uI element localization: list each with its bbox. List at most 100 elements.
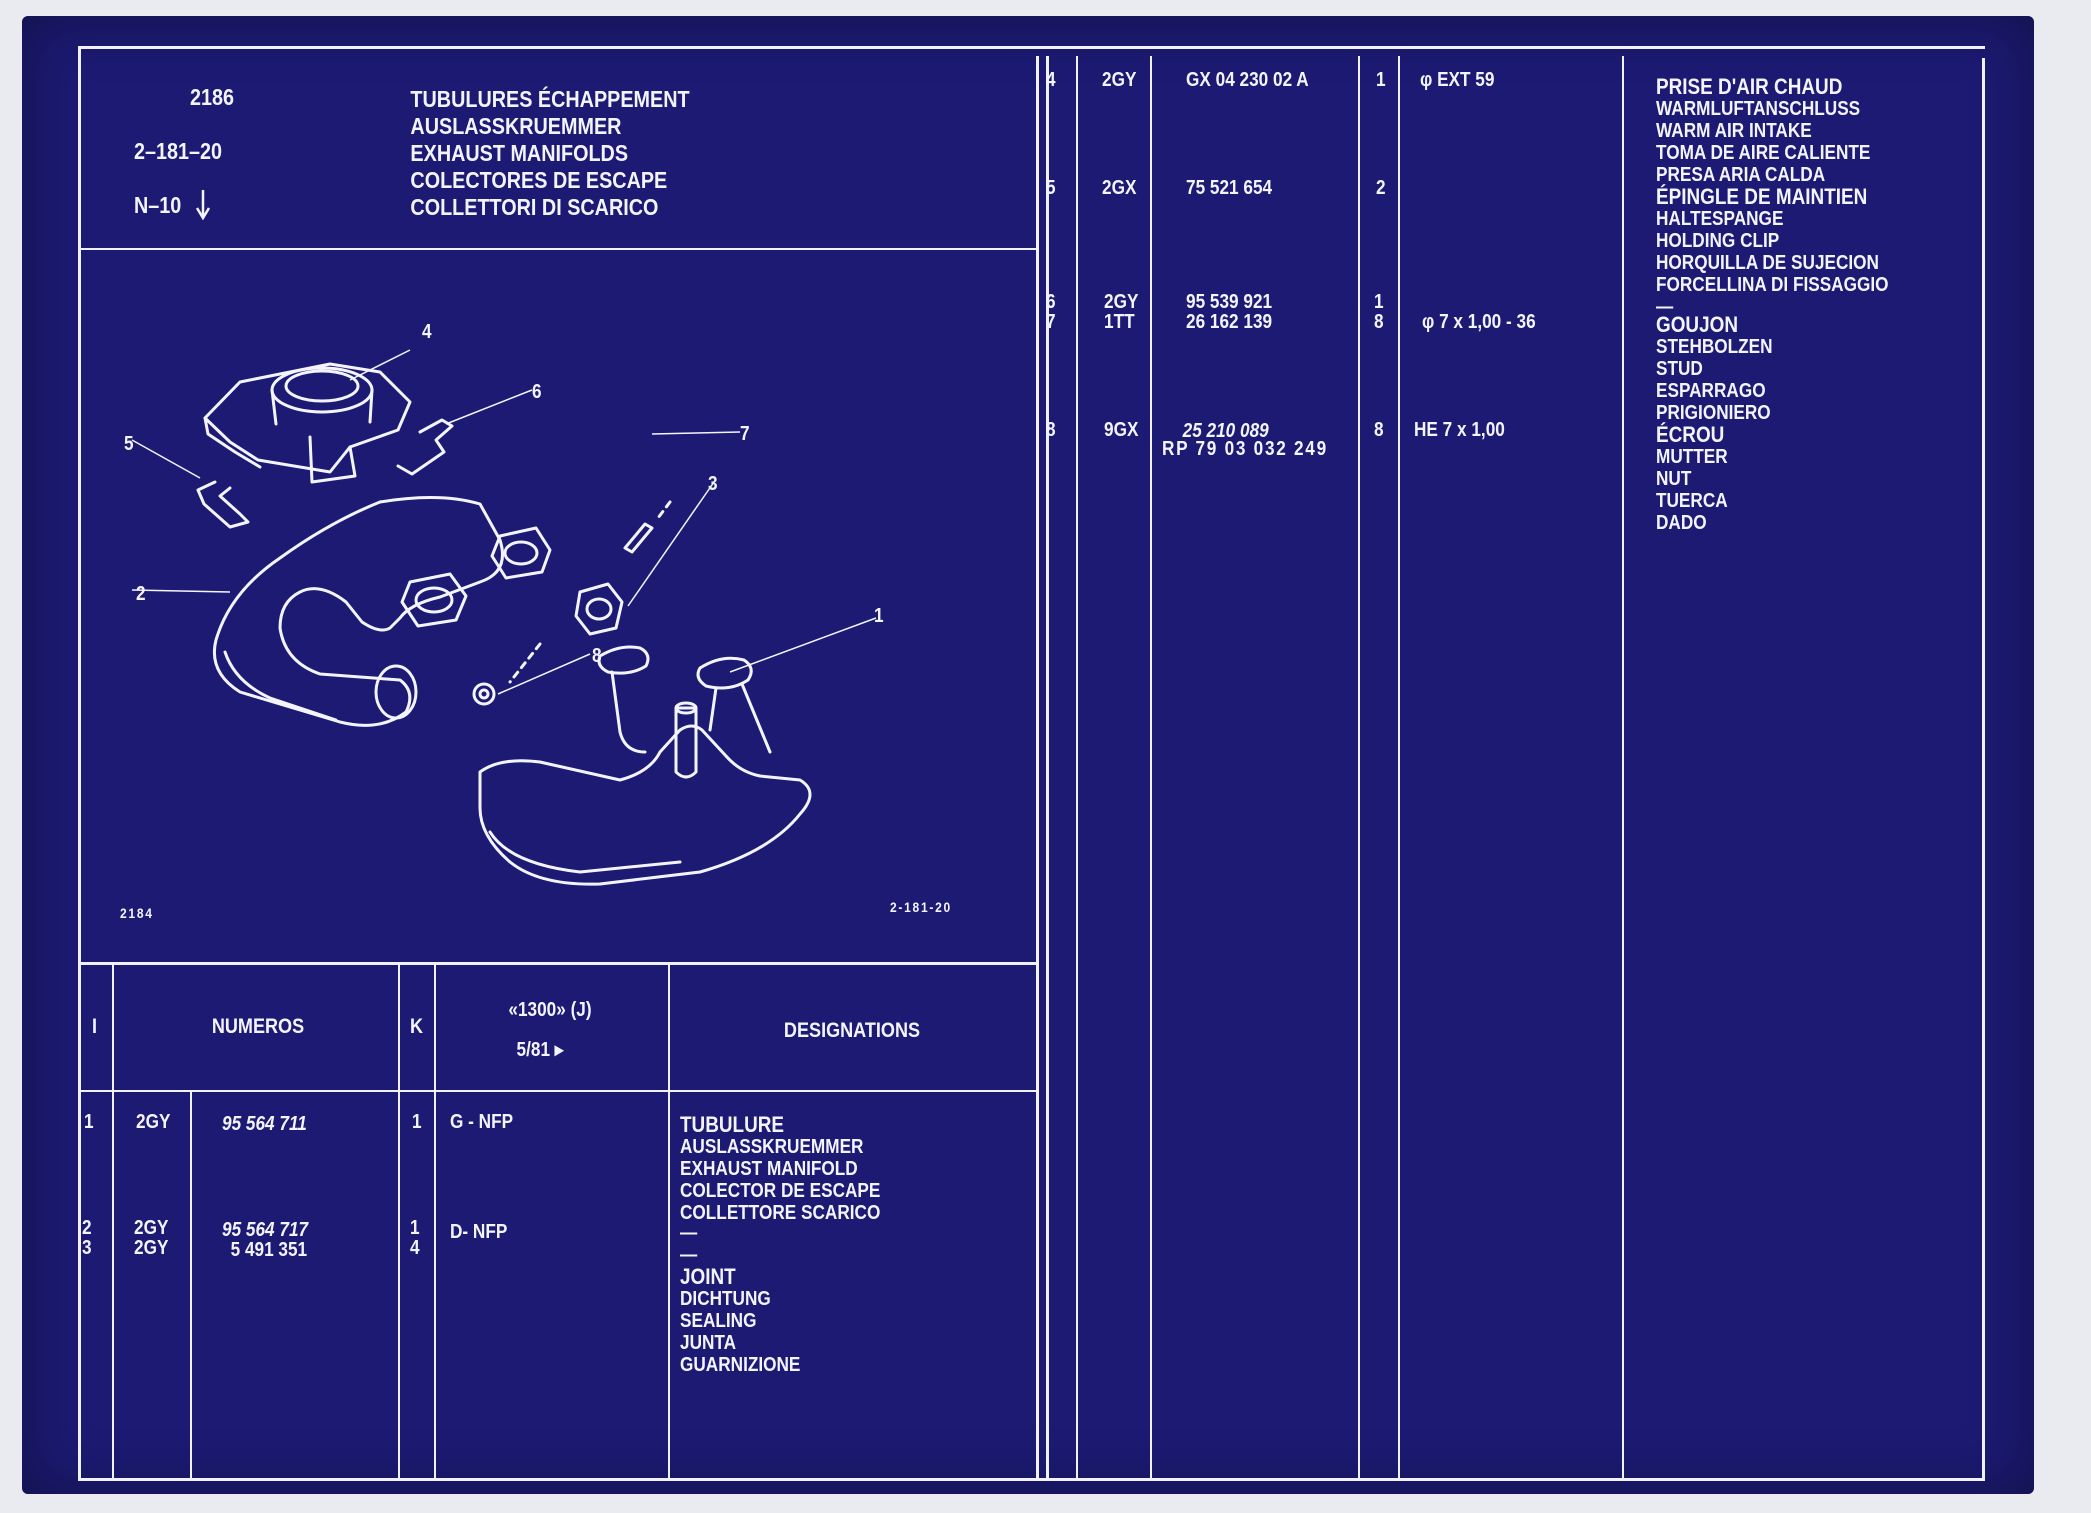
header-numeros: NUMEROS xyxy=(211,1015,305,1038)
col-line xyxy=(190,1092,192,1480)
desig-line: JOINT xyxy=(680,1264,736,1289)
desig-line: JUNTA xyxy=(680,1332,737,1354)
header-designations: DESIGNATIONS xyxy=(783,1019,921,1042)
desig-line: WARM AIR INTAKE xyxy=(1656,120,1812,142)
row-8-alt-number: RP 79 03 032 249 xyxy=(1162,438,1328,460)
desig-line: ÉPINGLE DE MAINTIEN xyxy=(1656,184,1868,209)
title-names: TUBULURES ÉCHAPPEMENT AUSLASSKRUEMMER EX… xyxy=(410,86,689,221)
callout-5: 5 xyxy=(124,433,134,455)
row-5-part-number: 75 521 654 xyxy=(1186,177,1273,199)
rows-4-5-designation: PRISE D'AIR CHAUD WARMLUFTANSCHLUSS WARM… xyxy=(1656,74,1889,319)
callout-4: 4 xyxy=(422,321,432,343)
row-3-part-number: 5 491 351 xyxy=(230,1239,308,1261)
row-2-qty: 1 xyxy=(410,1217,420,1239)
rows-7-8-designation: GOUJON STEHBOLZEN STUD ESPARRAGO PRIGION… xyxy=(1656,312,1773,535)
row-7-index: 7 xyxy=(1046,311,1056,333)
row-4-qty: 1 xyxy=(1376,69,1386,91)
row-5-qty: 2 xyxy=(1376,177,1386,199)
desig-line: — xyxy=(680,1244,698,1266)
desig-line: AUSLASSKRUEMMER xyxy=(680,1136,864,1158)
rows-2-3-qty: 1 4 xyxy=(410,1218,420,1258)
sheet-number: 2186 xyxy=(190,84,235,110)
desig-line: DICHTUNG xyxy=(680,1288,771,1310)
row-5-index: 5 xyxy=(1046,177,1056,199)
col-line xyxy=(1358,56,1360,1480)
col-line xyxy=(434,965,436,1480)
col-line xyxy=(1150,56,1152,1480)
desig-line: TUERCA xyxy=(1656,490,1728,512)
illustration-ref-left: 2184 xyxy=(120,905,154,921)
desig-line: PRISE D'AIR CHAUD xyxy=(1656,74,1843,99)
rows-2-3-number: 95 564 717 5 491 351 xyxy=(222,1220,308,1260)
callout-1: 1 xyxy=(874,605,884,627)
row-2-index: 2 xyxy=(82,1217,92,1239)
desig-line: COLECTOR DE ESCAPE xyxy=(680,1180,881,1202)
row-3-code: 2GY xyxy=(134,1237,169,1259)
row-6-index: 6 xyxy=(1046,291,1056,313)
row-5-code: 2GX xyxy=(1102,177,1137,199)
header-index: I xyxy=(92,1015,98,1038)
desig-line: HALTESPANGE xyxy=(1656,208,1784,230)
header-model: «1300» (J) xyxy=(508,999,592,1021)
col-center-divider xyxy=(1046,56,1049,1480)
desig-line: HORQUILLA DE SUJECION xyxy=(1656,252,1879,274)
section-code: 2–181–20 xyxy=(134,138,223,164)
callout-2: 2 xyxy=(136,583,146,605)
title-es: COLECTORES DE ESCAPE xyxy=(410,167,668,193)
callout-6: 6 xyxy=(532,381,542,403)
title-en: EXHAUST MANIFOLDS xyxy=(410,140,629,166)
desig-line: PRIGIONIERO xyxy=(1656,402,1771,424)
header-date: 5/81 ▸ xyxy=(516,1039,564,1061)
desig-line: WARMLUFTANSCHLUSS xyxy=(1656,98,1861,120)
desig-line: MUTTER xyxy=(1656,446,1728,468)
row-4-index: 4 xyxy=(1046,69,1056,91)
desig-line: DADO xyxy=(1656,512,1707,534)
parts-sheet xyxy=(22,16,2034,1494)
divider-header xyxy=(78,1090,1038,1092)
row-1-application: G - NFP xyxy=(450,1111,514,1133)
row-6-part-number: 95 539 921 xyxy=(1186,291,1273,313)
desig-line: GOUJON xyxy=(1656,312,1739,337)
arrow-down-icon xyxy=(196,190,210,220)
divider-illustration xyxy=(78,962,1038,965)
row-1-index: 1 xyxy=(84,1111,94,1133)
row-7-part-number: 26 162 139 xyxy=(1186,311,1273,333)
desig-line: STEHBOLZEN xyxy=(1656,336,1773,358)
col-line xyxy=(112,965,114,1480)
desig-line: NUT xyxy=(1656,468,1692,490)
desig-line: — xyxy=(680,1222,698,1244)
row-6-qty: 1 xyxy=(1374,291,1384,313)
title-de: AUSLASSKRUEMMER xyxy=(410,113,622,139)
row-8-qty: 8 xyxy=(1374,419,1384,441)
row-8-number: 25 210 089 RP 79 03 032 249 xyxy=(1162,421,1328,460)
col-line xyxy=(1622,56,1624,1480)
desig-line: SEALING xyxy=(680,1310,757,1332)
desig-line: ÉCROU xyxy=(1656,422,1725,447)
illustration-ref-right: 2-181-20 xyxy=(890,899,952,915)
row-4-application: φ EXT 59 xyxy=(1420,69,1495,91)
desig-line: STUD xyxy=(1656,358,1703,380)
desig-line: TOMA DE AIRE CALIENTE xyxy=(1656,142,1871,164)
rows-2-3-index: 2 3 xyxy=(82,1218,92,1258)
rows-6-7-index: 6 7 xyxy=(1046,292,1056,332)
row-4-part-number: GX 04 230 02 A xyxy=(1186,69,1309,91)
row-8-index: 8 xyxy=(1046,419,1056,441)
col-line xyxy=(398,965,400,1480)
row-7-qty: 8 xyxy=(1374,311,1384,333)
desig-line: FORCELLINA DI FISSAGGIO xyxy=(1656,274,1889,296)
desig-line: ESPARRAGO xyxy=(1656,380,1766,402)
desig-line: PRESA ARIA CALDA xyxy=(1656,164,1826,186)
row-3-index: 3 xyxy=(82,1237,92,1259)
row-4-code: 2GY xyxy=(1102,69,1137,91)
title-fr: TUBULURES ÉCHAPPEMENT xyxy=(410,86,690,112)
serial-limit: N–10 xyxy=(134,192,182,218)
row-1-part-number: 95 564 711 xyxy=(222,1113,307,1135)
frame-left xyxy=(78,46,81,1480)
rows-6-7-code: 2GY 1TT xyxy=(1104,292,1138,332)
rows-2-3-designation: — — JOINT DICHTUNG SEALING JUNTA GUARNIZ… xyxy=(680,1222,800,1376)
divider-title xyxy=(78,248,1038,250)
row-6-code: 2GY xyxy=(1104,291,1139,313)
col-line xyxy=(1398,56,1400,1480)
row-8-code: 9GX xyxy=(1104,419,1139,441)
col-line xyxy=(668,965,670,1480)
